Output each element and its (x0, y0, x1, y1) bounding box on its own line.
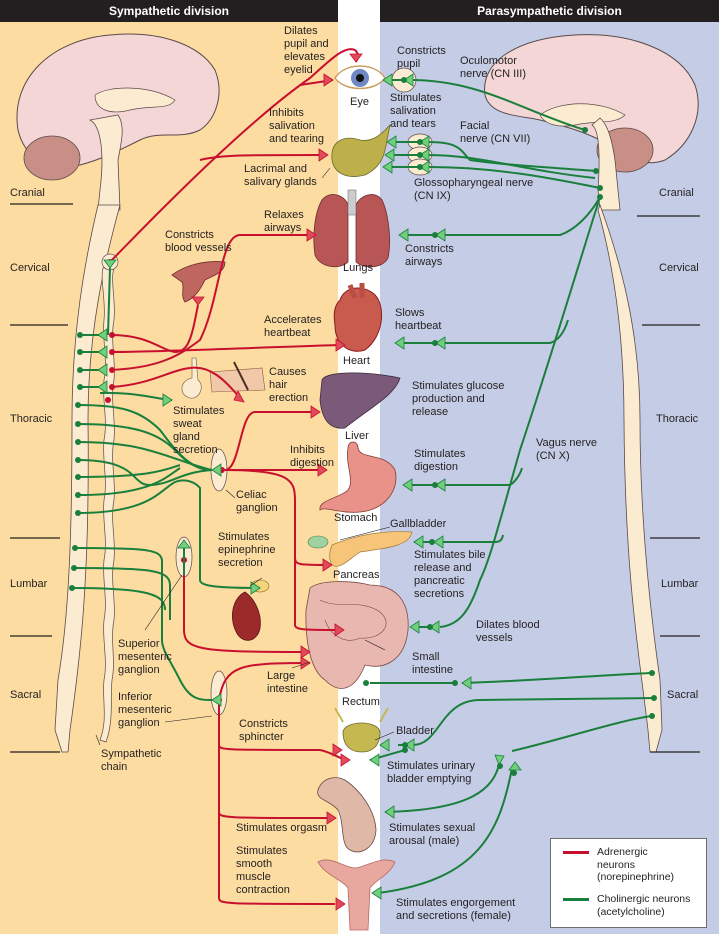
sympathetic-header: Sympathetic division (0, 0, 338, 22)
right-spinal-cord (597, 203, 663, 753)
para-effect-male: Stimulates sexual arousal (male) (389, 822, 476, 847)
organ-label-pancreas: Pancreas (333, 569, 380, 581)
lacrimal-gland-illustration (331, 123, 391, 177)
right-region-thoracic: Thoracic (656, 413, 699, 425)
cholinergic-swatch (563, 898, 589, 901)
symp-effect-smooth-muscle: Stimulates smooth muscle contraction (236, 845, 290, 896)
adrenergic-terminals (191, 53, 363, 911)
adrenergic-pathways (109, 48, 360, 905)
left-region-lumbar: Lumbar (10, 578, 48, 590)
eye-illustration (334, 65, 386, 90)
cholinergic-cell-bodies-parasympathetic (363, 77, 657, 776)
right-region-dividers (637, 215, 700, 753)
female-reproductive-illustration (317, 859, 396, 931)
left-region-sacral: Sacral (10, 689, 42, 701)
skin-hair-illustration (209, 361, 266, 393)
nerve-label-oculomotor: Oculomotor nerve (CN III) (460, 55, 527, 80)
right-region-cranial: Cranial (659, 187, 694, 199)
organ-label-lacrimal: Lacrimal and salivary glands (244, 163, 317, 188)
para-effect-bladder: Stimulates urinary bladder emptying (387, 760, 476, 785)
left-region-cervical: Cervical (10, 262, 50, 274)
para-effect-pupil: Constricts pupil (397, 45, 446, 70)
right-region-cervical: Cervical (659, 262, 699, 274)
parasympathetic-header: Parasympathetic division (380, 0, 719, 22)
right-region-sacral: Sacral (667, 689, 699, 701)
adrenergic-swatch (563, 851, 589, 854)
label-inferior-mesenteric-ganglion: Inferior mesenteric ganglion (118, 691, 172, 729)
cholinergic-pathways-parasympathetic (369, 79, 655, 894)
symp-effect-hair: Causes hair erection (269, 366, 309, 404)
organ-label-gallbladder: Gallbladder (390, 518, 447, 530)
liver-illustration (319, 372, 401, 429)
cholinergic-terminals-sympathetic (97, 259, 261, 707)
para-effect-airways: Constricts airways (405, 243, 454, 268)
kidney-illustration (231, 579, 270, 641)
left-brain-illustration (16, 33, 220, 211)
symp-effect-heartbeat: Accelerates heartbeat (264, 314, 322, 339)
organ-label-liver: Liver (345, 430, 369, 442)
para-effect-salivation: Stimulates salivation and tears (390, 92, 442, 130)
organ-label-lungs: Lungs (343, 262, 373, 274)
symp-effect-sweat: Stimulates sweat gland secretion (173, 405, 225, 456)
intestines-illustration (305, 581, 409, 689)
nerve-label-glossopharyngeal: Glossopharyngeal nerve (CN IX) (414, 177, 534, 202)
blood-vessel-illustration (171, 261, 226, 303)
lungs-illustration (313, 189, 390, 268)
label-leader-lines (95, 167, 395, 746)
symp-effect-epinephrine: Stimulates epinephrine secretion (218, 531, 276, 569)
para-effect-digestion: Stimulates digestion (414, 448, 466, 473)
para-effect-female: Stimulates engorgement and secretions (f… (396, 897, 516, 922)
organ-label-eye: Eye (350, 96, 369, 108)
organ-label-bladder: Bladder (396, 725, 434, 737)
male-genitalia-illustration (317, 777, 377, 853)
organ-label-large-intestine: Large intestine (267, 670, 308, 695)
para-effect-blood-vessels: Dilates blood vessels (476, 619, 540, 644)
organ-label-heart: Heart (343, 355, 370, 367)
symp-effect-sphincter: Constricts sphincter (239, 718, 288, 743)
legend: Adrenergic neurons (norepinephrine) Chol… (550, 838, 707, 928)
organ-label-small-intestine: Small intestine (412, 651, 453, 676)
cholinergic-terminals-parasympathetic (369, 73, 522, 900)
symp-effect-digestion: Inhibits digestion (290, 444, 335, 469)
symp-effect-airways: Relaxes airways (264, 209, 304, 234)
legend-label-adrenergic: Adrenergic neurons (norepinephrine) (597, 846, 675, 883)
left-region-cranial: Cranial (10, 187, 45, 199)
para-effect-glucose: Stimulates glucose production and releas… (412, 380, 505, 418)
nerve-label-facial: Facial nerve (CN VII) (460, 120, 531, 145)
left-region-thoracic: Thoracic (10, 413, 53, 425)
symp-effect-blood-vessels: Constricts blood vessels (165, 229, 232, 254)
bladder-illustration (334, 707, 389, 753)
cholinergic-pathways-sympathetic (71, 267, 261, 701)
symp-effect-salivation: Inhibits salivation and tearing (269, 107, 325, 145)
organ-label-stomach: Stomach (334, 512, 378, 524)
heart-illustration (333, 283, 383, 352)
stomach-illustration (319, 441, 397, 513)
label-sympathetic-chain: Sympathetic chain (101, 748, 162, 773)
nerve-label-vagus: Vagus nerve (CN X) (536, 437, 597, 462)
symp-effect-eye: Dilates pupil and elevates eyelid (284, 25, 329, 76)
para-effect-bile: Stimulates bile release and pancreatic s… (414, 549, 486, 600)
pancreas-illustration (307, 531, 413, 567)
para-effect-heartbeat: Slows heartbeat (395, 307, 442, 332)
symp-effect-orgasm: Stimulates orgasm (236, 822, 328, 834)
right-region-lumbar: Lumbar (661, 578, 699, 590)
label-superior-mesenteric-ganglion: Superior mesenteric ganglion (118, 638, 172, 676)
sweat-gland-illustration (181, 357, 202, 399)
legend-label-cholinergic: Cholinergic neurons (acetylcholine) (597, 893, 691, 918)
label-celiac-ganglion: Celiac ganglion (236, 489, 278, 514)
left-region-dividers (10, 203, 73, 753)
organ-label-rectum: Rectum (342, 696, 380, 708)
cholinergic-cell-bodies-sympathetic (69, 332, 83, 591)
